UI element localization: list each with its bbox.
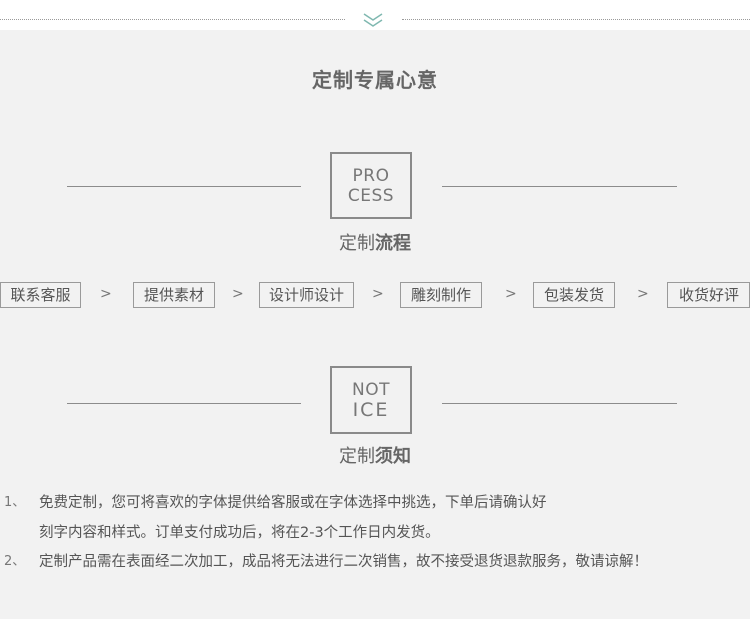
process-line-right [442, 186, 677, 187]
step-arrow: > [372, 286, 384, 302]
step-arrow: > [505, 286, 517, 302]
notice-badge-line2: ICE [352, 399, 390, 421]
dotted-divider-right [402, 19, 750, 20]
notice-item-1: 1、 免费定制，您可将喜欢的字体提供给客服或在字体选择中挑选，下单后请确认好 [0, 493, 750, 513]
notice-title-light: 定制 [339, 446, 375, 467]
notice-line-left [67, 403, 301, 404]
step-engraving: 雕刻制作 [400, 282, 482, 308]
notice-item-number: 2、 [4, 554, 26, 569]
process-badge-line1: PRO [352, 165, 390, 186]
process-title-bold: 流程 [375, 233, 411, 254]
process-title: 定制流程 [0, 229, 750, 255]
notice-item-1-continued: 刻字内容和样式。订单支付成功后，将在2-3个工作日内发货。 [0, 523, 750, 543]
notice-title: 定制须知 [0, 442, 750, 468]
notice-title-bold: 须知 [375, 446, 411, 467]
process-badge: PRO CESS [330, 152, 412, 219]
double-chevron-down-icon [363, 13, 383, 27]
notice-badge-line1: NOT [352, 380, 390, 400]
notice-item-text: 免费定制，您可将喜欢的字体提供给客服或在字体选择中挑选，下单后请确认好 [39, 495, 547, 511]
dotted-divider-left [0, 19, 345, 20]
step-arrow: > [100, 286, 112, 302]
notice-item-text: 刻字内容和样式。订单支付成功后，将在2-3个工作日内发货。 [39, 525, 440, 541]
step-provide-material: 提供素材 [133, 282, 215, 308]
step-arrow: > [637, 286, 649, 302]
step-package-ship: 包装发货 [533, 282, 615, 308]
process-line-left [67, 186, 301, 187]
process-title-light: 定制 [339, 233, 375, 254]
notice-item-2: 2、 定制产品需在表面经二次加工，成品将无法进行二次销售，故不接受退货退款服务，… [0, 552, 750, 572]
content-panel [0, 30, 750, 619]
process-badge-line2: CESS [347, 185, 395, 206]
notice-item-text: 定制产品需在表面经二次加工，成品将无法进行二次销售，故不接受退货退款服务，敬请谅… [39, 554, 648, 570]
step-receive-review: 收货好评 [667, 282, 750, 308]
step-arrow: > [232, 286, 244, 302]
main-title: 定制专属心意 [312, 68, 438, 92]
step-contact-service: 联系客服 [0, 282, 81, 308]
step-designer-design: 设计师设计 [259, 282, 354, 308]
notice-badge: NOT ICE [330, 366, 412, 434]
notice-line-right [442, 403, 677, 404]
notice-item-number: 1、 [4, 495, 26, 510]
